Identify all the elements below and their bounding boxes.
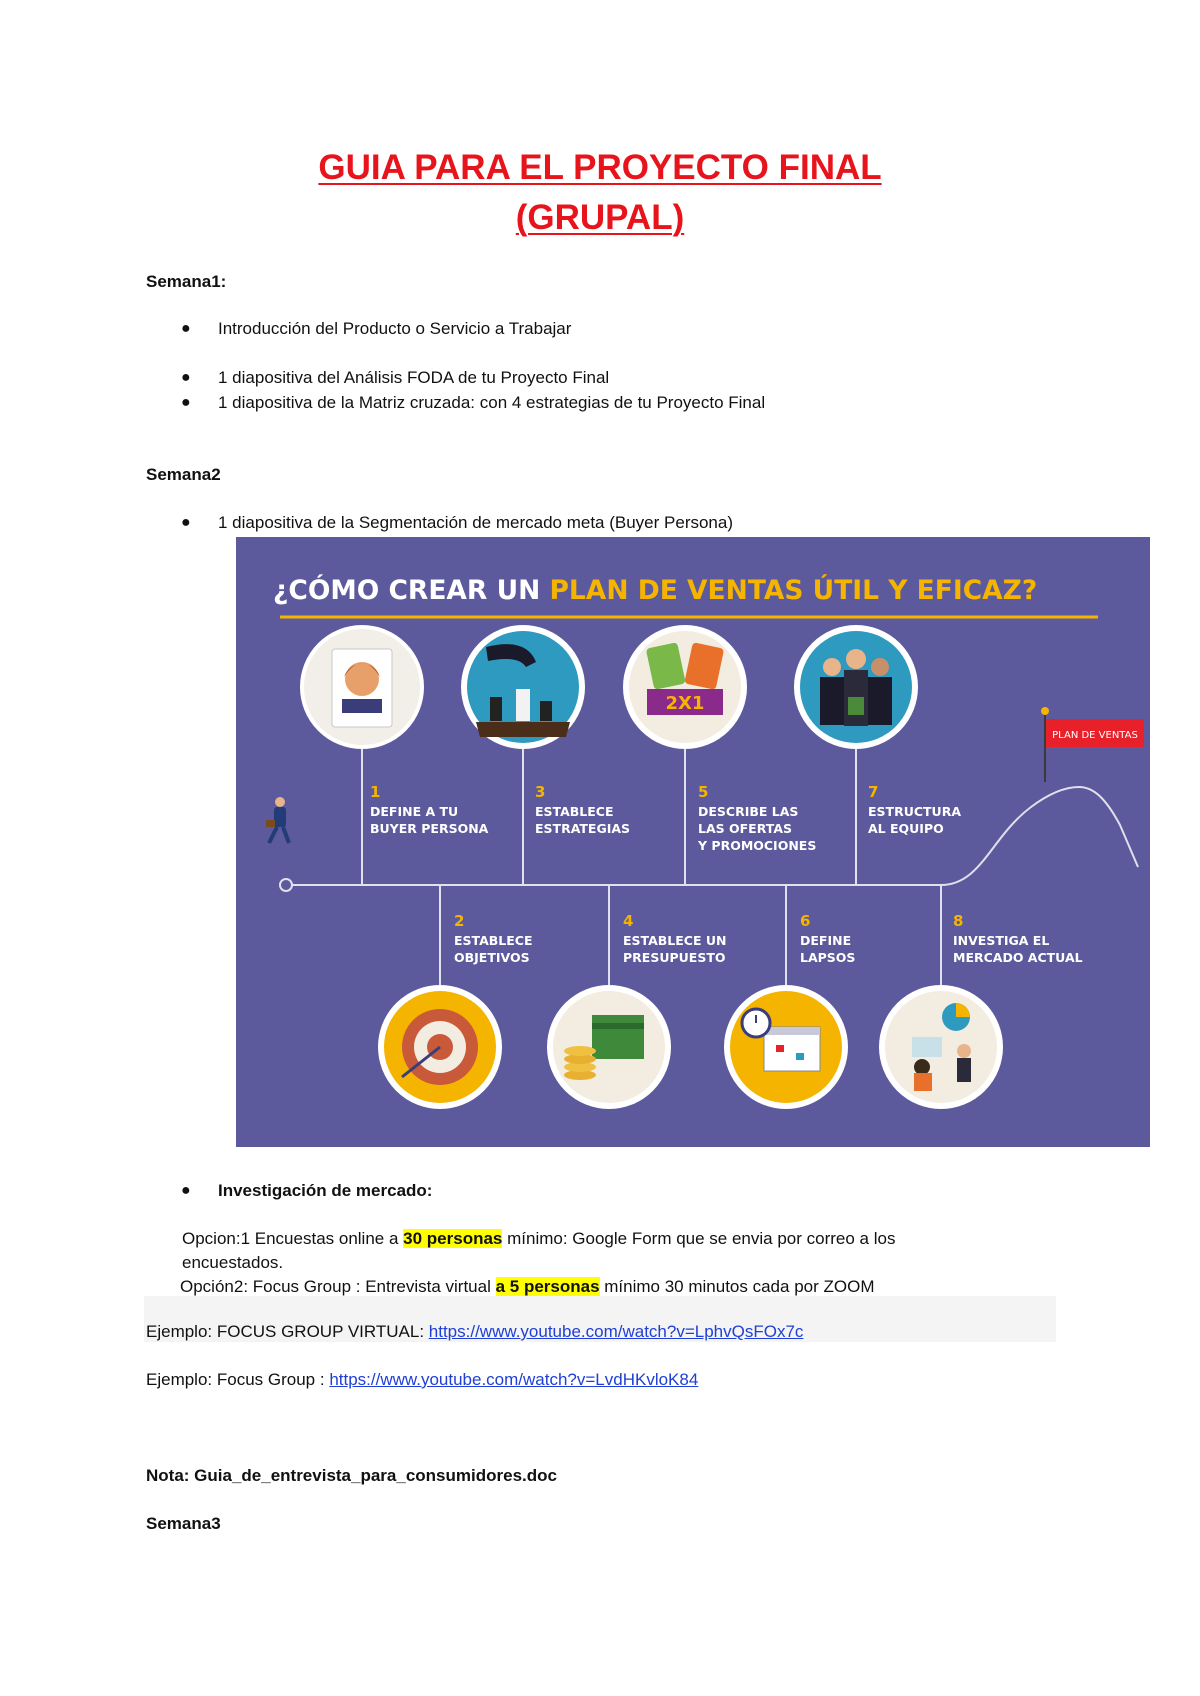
week2-heading: Semana2 — [146, 465, 221, 484]
step-2-label: 2 ESTABLECE OBJETIVOS — [454, 912, 533, 965]
svg-text:5: 5 — [698, 783, 708, 801]
svg-text:2X1: 2X1 — [666, 693, 705, 714]
example2-link[interactable]: https://www.youtube.com/watch?v=LvdHKvlo… — [329, 1370, 699, 1389]
svg-text:LAPSOS: LAPSOS — [800, 950, 855, 965]
example1-line: Ejemplo: FOCUS GROUP VIRTUAL: https://ww… — [146, 1322, 804, 1341]
offers-promotions-icon: 2X1 — [623, 625, 747, 749]
bullet-icon: ● — [181, 394, 191, 411]
svg-text:AL EQUIPO: AL EQUIPO — [868, 821, 944, 836]
timeline-start-icon — [279, 878, 293, 892]
svg-text:2: 2 — [454, 912, 464, 930]
svg-text:6: 6 — [800, 912, 810, 930]
svg-text:Y PROMOCIONES: Y PROMOCIONES — [697, 838, 816, 853]
week1-item: 1 diapositiva de la Matriz cruzada: con … — [218, 393, 766, 412]
svg-text:8: 8 — [953, 912, 963, 930]
infographic-title: ¿CÓMO CREAR UN PLAN DE VENTAS ÚTIL Y EFI… — [273, 574, 1037, 606]
shaded-paragraph-background — [144, 1296, 1056, 1342]
calendar-clock-icon — [724, 985, 848, 1109]
svg-text:DEFINE: DEFINE — [800, 933, 851, 948]
step-4-label: 4 ESTABLECE UN PRESUPUESTO — [623, 912, 726, 965]
svg-text:3: 3 — [535, 783, 545, 801]
svg-text:ESTABLECE UN: ESTABLECE UN — [623, 933, 726, 948]
svg-text:4: 4 — [623, 912, 633, 930]
sales-plan-infographic: ¿CÓMO CREAR UN PLAN DE VENTAS ÚTIL Y EFI… — [236, 537, 1150, 1147]
bullet-icon: ● — [181, 369, 191, 386]
timeline — [292, 729, 1139, 992]
week3-heading: Semana3 — [146, 1514, 221, 1533]
money-budget-icon — [547, 985, 671, 1109]
svg-text:PLAN DE VENTAS: PLAN DE VENTAS — [1052, 730, 1138, 741]
svg-text:OBJETIVOS: OBJETIVOS — [454, 950, 530, 965]
team-icon — [794, 625, 918, 749]
chess-strategy-icon — [461, 625, 585, 749]
svg-text:ESTABLECE: ESTABLECE — [535, 804, 614, 819]
svg-text:7: 7 — [868, 783, 878, 801]
step-3-label: 3 ESTABLECE ESTRATEGIAS — [535, 783, 630, 836]
market-research-icon — [879, 985, 1003, 1109]
note-line: Nota: Guia_de_entrevista_para_consumidor… — [146, 1466, 557, 1485]
svg-text:PRESUPUESTO: PRESUPUESTO — [623, 950, 725, 965]
option1-line: Opcion:1 Encuestas online a 30 personas … — [182, 1229, 896, 1248]
step-5-label: 5 DESCRIBE LAS LAS OFERTAS Y PROMOCIONES — [697, 783, 816, 853]
svg-text:ESTRATEGIAS: ESTRATEGIAS — [535, 821, 630, 836]
week1-heading: Semana1: — [146, 272, 227, 291]
document-title: GUIA PARA EL PROYECTO FINAL — [318, 148, 882, 187]
highlight-5-personas: a 5 personas — [495, 1277, 600, 1296]
week2-item: 1 diapositiva de la Segmentación de merc… — [218, 513, 734, 532]
example1-link[interactable]: https://www.youtube.com/watch?v=LphvQsFO… — [428, 1322, 804, 1341]
example2-line: Ejemplo: Focus Group : https://www.youtu… — [146, 1370, 699, 1389]
document-subtitle: (GRUPAL) — [515, 198, 685, 237]
option2-line: Opción2: Focus Group : Entrevista virtua… — [180, 1277, 875, 1296]
flag-icon: PLAN DE VENTAS — [1041, 707, 1144, 782]
svg-text:BUYER PERSONA: BUYER PERSONA — [370, 821, 489, 836]
svg-text:ESTRUCTURA: ESTRUCTURA — [868, 804, 961, 819]
svg-text:1: 1 — [370, 783, 380, 801]
svg-text:ESTABLECE: ESTABLECE — [454, 933, 533, 948]
objectives-target-icon — [378, 985, 502, 1109]
svg-text:INVESTIGA EL: INVESTIGA EL — [953, 933, 1049, 948]
option1-continuation: encuestados. — [182, 1253, 284, 1272]
bullet-icon: ● — [181, 320, 191, 337]
bullet-icon: ● — [181, 514, 191, 531]
svg-text:DEFINE A TU: DEFINE A TU — [370, 804, 458, 819]
svg-text:LAS OFERTAS: LAS OFERTAS — [698, 821, 792, 836]
highlight-30-personas: 30 personas — [403, 1229, 503, 1248]
step-8-label: 8 INVESTIGA EL MERCADO ACTUAL — [953, 912, 1083, 965]
buyer-persona-icon — [300, 625, 424, 749]
step-6-label: 6 DEFINE LAPSOS — [800, 912, 855, 965]
week1-item: 1 diapositiva del Análisis FODA de tu Pr… — [218, 368, 610, 387]
svg-text:DESCRIBE LAS: DESCRIBE LAS — [698, 804, 798, 819]
svg-text:MERCADO ACTUAL: MERCADO ACTUAL — [953, 950, 1083, 965]
step-1-label: 1 DEFINE A TU BUYER PERSONA — [370, 783, 489, 836]
research-heading: Investigación de mercado: — [218, 1181, 433, 1200]
week1-item: Introducción del Producto o Servicio a T… — [218, 319, 572, 338]
step-7-label: 7 ESTRUCTURA AL EQUIPO — [868, 783, 961, 836]
businessman-walking-icon — [266, 797, 291, 844]
bullet-icon: ● — [181, 1182, 191, 1199]
